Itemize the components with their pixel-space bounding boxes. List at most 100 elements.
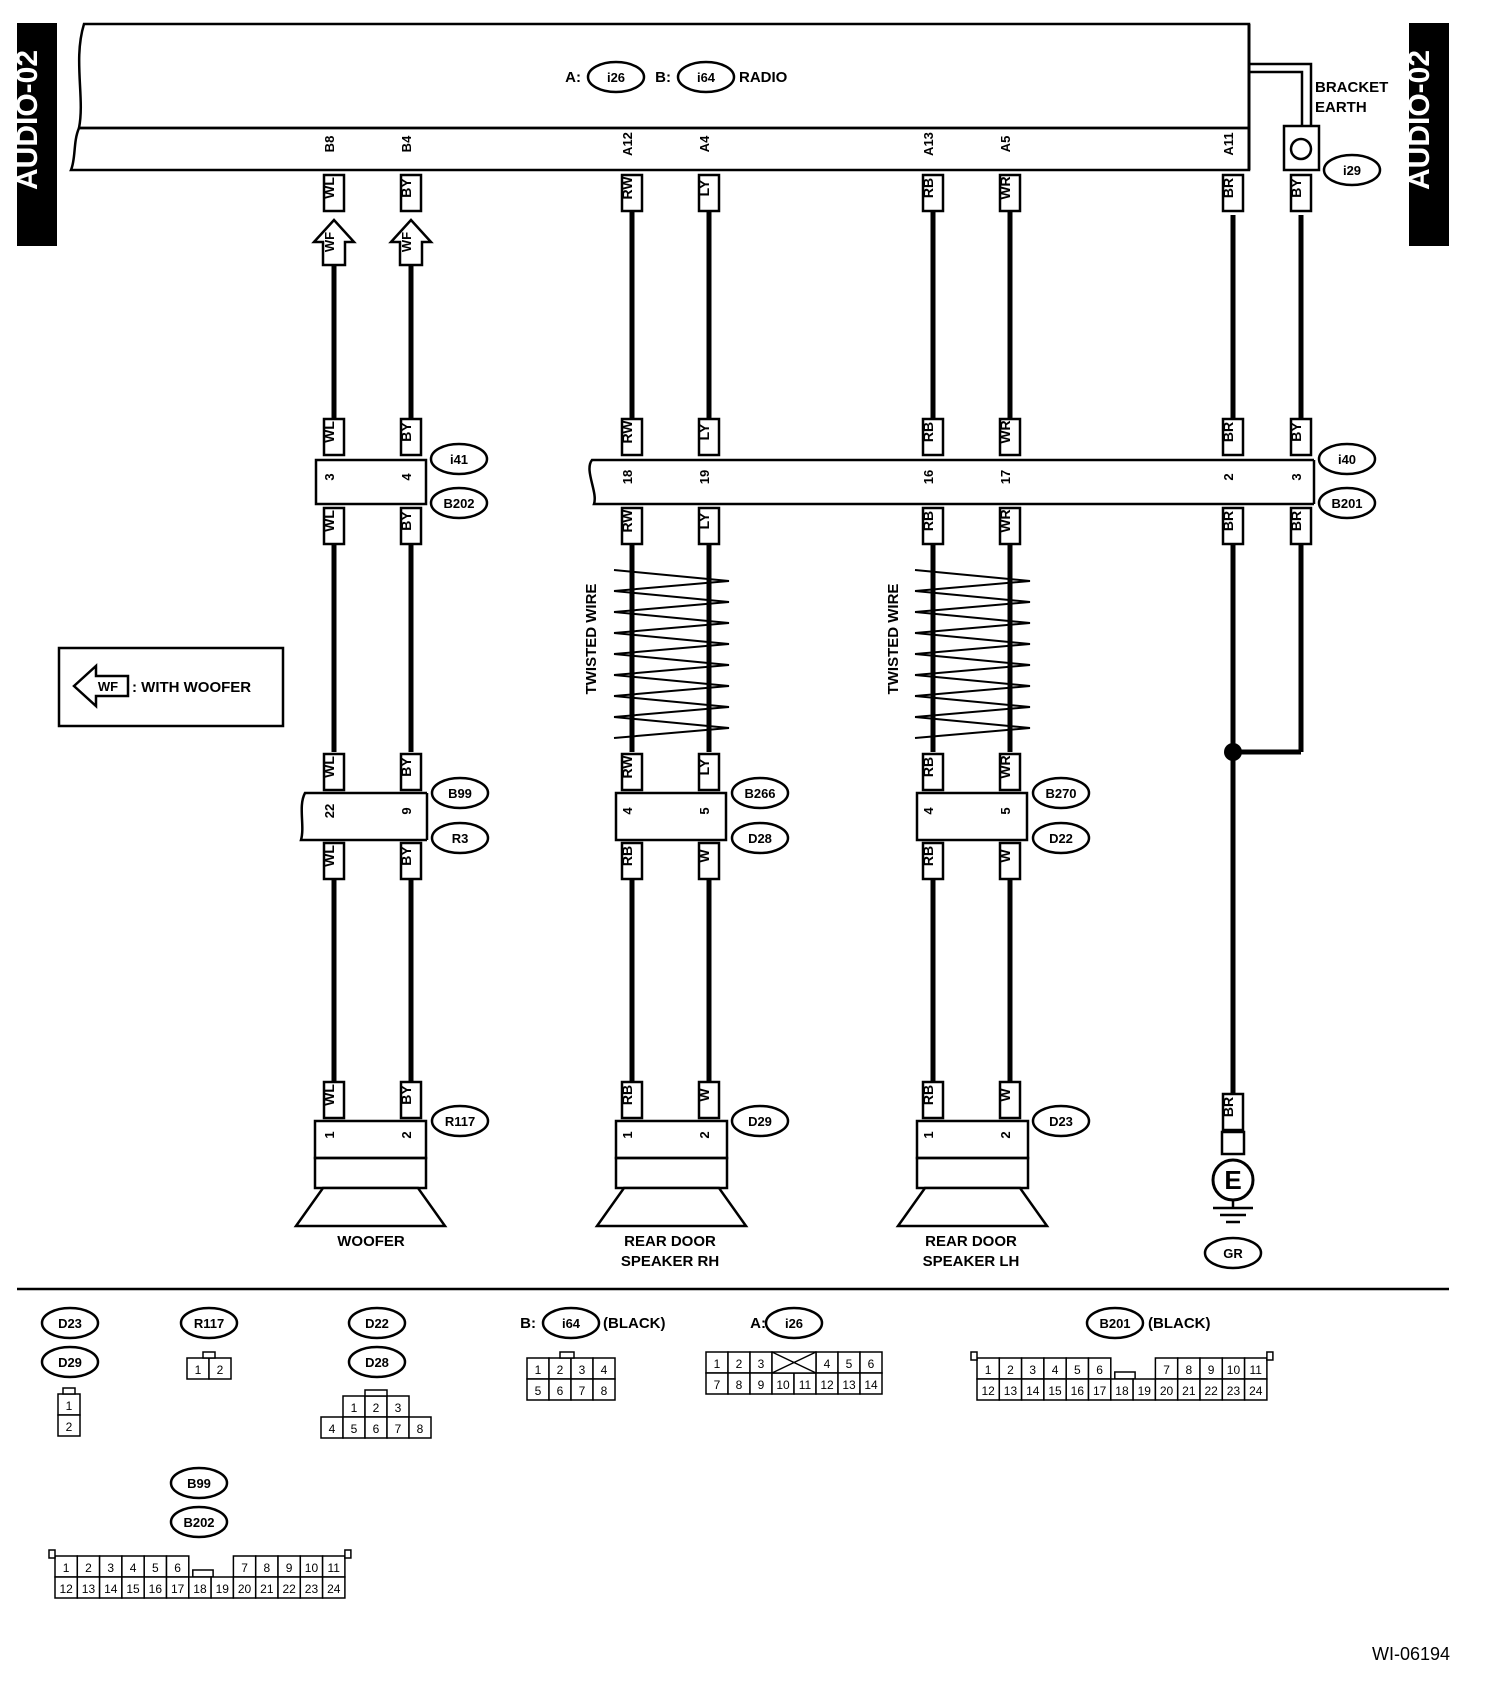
connector-pin-cell	[57, 1414, 81, 1437]
gr-label: GR	[1223, 1246, 1243, 1261]
pin-number: 17	[998, 470, 1013, 484]
connector-pin-number: 10	[776, 1378, 790, 1392]
connector-pin-number: 16	[149, 1582, 163, 1596]
connector-pin-number: 8	[1186, 1363, 1193, 1377]
connector-pin-number: 22	[1204, 1384, 1218, 1398]
connector-pin-number: 22	[282, 1582, 296, 1596]
twisted-wire-label-rh: TWISTED WIRE	[583, 584, 600, 695]
connector-pin-number: 13	[1004, 1384, 1018, 1398]
connector-pin-number: 1	[714, 1357, 721, 1371]
connector-pin-number: 21	[1182, 1384, 1196, 1398]
wire-color-label: BY	[398, 511, 414, 531]
wire-color-label: RB	[920, 422, 936, 442]
wire-color-label-box	[322, 417, 346, 457]
wire-color-label: W	[997, 849, 1013, 863]
r3-label: R3	[452, 831, 469, 846]
d22-label: D22	[1049, 831, 1073, 846]
wire-color-label-box	[1289, 173, 1313, 213]
speaker-icon	[895, 1186, 1050, 1228]
connector-pin-number: 4	[329, 1422, 336, 1436]
connector-pin-number: 2	[85, 1561, 92, 1575]
wire-color-label-box	[1221, 417, 1245, 457]
wire-color-label: RB	[920, 511, 936, 531]
wire-color-label-box	[399, 506, 423, 546]
wire-color-label: RB	[920, 757, 936, 777]
pin-number: 18	[620, 470, 635, 484]
connector-pin-number: 12	[981, 1384, 995, 1398]
radio-prefix-a: A:	[565, 69, 581, 86]
woofer-flag-icon	[72, 663, 130, 709]
speaker-icon	[594, 1186, 749, 1228]
wire-color-label: RW	[619, 509, 635, 533]
d29-label: D29	[748, 1114, 772, 1129]
wire-color-label-box	[998, 752, 1022, 792]
connector-pin-number: 20	[238, 1582, 252, 1596]
connector-pin-number: 8	[264, 1561, 271, 1575]
rear-rh-line1: REAR DOOR	[624, 1233, 716, 1250]
connector-pin-cell	[1243, 1378, 1268, 1401]
b201-label: B201	[1331, 496, 1362, 511]
wire-color-label: RB	[619, 1085, 635, 1105]
legend-flag: WF	[98, 679, 118, 694]
key-r117: R117	[194, 1316, 224, 1331]
wire-color-label: RB	[619, 846, 635, 866]
wire-color-label-box	[620, 173, 644, 213]
wire-color-label: BR	[1220, 1097, 1236, 1117]
connector-pin-number: 2	[66, 1420, 73, 1434]
connector-pin-number: 11	[1250, 1363, 1263, 1377]
radio-pin: B8	[322, 136, 337, 153]
i41-label: i41	[450, 452, 468, 467]
pin-number: 5	[998, 807, 1013, 814]
wire-color-label: LY	[696, 758, 712, 775]
connector-pin-number: 10	[1227, 1363, 1241, 1377]
d23-label: D23	[1049, 1114, 1073, 1129]
wire-color-label: WR	[997, 420, 1013, 443]
connector-key: D23 D29 R117 D22 D28 B: i64 (BLACK) A: i…	[40, 1306, 1274, 1599]
connector-pin-number: 7	[241, 1561, 248, 1575]
connector-pin-number: 2	[217, 1363, 224, 1377]
wire-color-label-box	[697, 1080, 721, 1120]
connector-pin-number: 14	[1026, 1384, 1040, 1398]
pin-number: 3	[322, 473, 337, 480]
wire-color-label: BR	[1220, 511, 1236, 531]
wire-color-label: RW	[619, 420, 635, 444]
wire-color-label-box	[399, 1080, 423, 1120]
connector-pin-number: 1	[535, 1363, 542, 1377]
connector-pin-number: 11	[799, 1378, 812, 1392]
wire-color-label-box	[399, 173, 423, 213]
radio-conn-b: i64	[697, 70, 716, 85]
legend-text: : WITH WOOFER	[132, 679, 251, 696]
key-b202: B202	[183, 1515, 214, 1530]
rear-lh-line2: SPEAKER LH	[923, 1253, 1020, 1270]
connector-pin-number: 23	[305, 1582, 319, 1596]
radio-unit: A: i26 B: i64 RADIO	[69, 22, 1251, 172]
wire-color-label: LY	[696, 423, 712, 440]
key-i64-color: (BLACK)	[603, 1315, 665, 1332]
wire-color-label-box	[322, 841, 346, 881]
wire-color-label: RW	[619, 176, 635, 200]
key-d23: D23	[58, 1316, 82, 1331]
woofer-flag-icon	[388, 218, 434, 267]
connector-pin-number: 4	[824, 1357, 831, 1371]
connector-pin-cell	[208, 1357, 232, 1380]
wire-color-label-box	[1221, 173, 1245, 213]
wire-color-label: W	[997, 1088, 1013, 1102]
pin-number: 4	[620, 807, 635, 815]
bracket-earth-line1: BRACKET	[1315, 79, 1388, 96]
speaker-rear-rh: D29 REAR DOOR SPEAKER RH	[594, 1104, 790, 1270]
wire-color-label: WR	[997, 176, 1013, 199]
connector-pin-number: 14	[104, 1582, 118, 1596]
key-i26: i26	[785, 1316, 803, 1331]
legend-box: WF : WITH WOOFER	[57, 646, 285, 728]
radio-pin: A11	[1221, 132, 1236, 155]
wire-color-label-box	[322, 506, 346, 546]
connector-pin-number: 8	[736, 1378, 743, 1392]
connector-pin-number: 9	[758, 1378, 765, 1392]
wire-color-label-box	[620, 417, 644, 457]
connector-pin-number: 13	[842, 1378, 856, 1392]
connector-pin-cell	[592, 1378, 616, 1401]
wire-color-label-box	[322, 752, 346, 792]
connector-key-d23-d29: 12	[57, 1387, 81, 1437]
